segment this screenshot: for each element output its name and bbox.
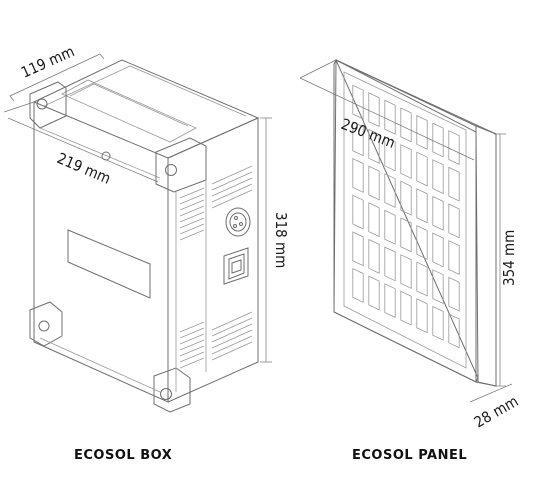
ecosol-panel-drawing bbox=[333, 58, 497, 387]
solar-cell bbox=[384, 209, 396, 245]
solar-cell bbox=[400, 144, 412, 179]
solar-cell bbox=[416, 298, 428, 334]
ecosol-box-caption: ECOSOL BOX bbox=[74, 448, 172, 463]
solar-cell bbox=[384, 136, 396, 172]
solar-cell bbox=[448, 276, 460, 312]
solar-cell bbox=[352, 194, 364, 230]
solar-cell bbox=[384, 173, 396, 209]
corner-block-top-left bbox=[29, 81, 67, 129]
solar-cell bbox=[432, 305, 444, 341]
solar-cell bbox=[400, 107, 412, 143]
vent-upper bbox=[179, 165, 253, 241]
solar-cell bbox=[400, 254, 412, 289]
front-label-window bbox=[67, 229, 151, 299]
panel-width-dimension: 290 mm bbox=[339, 115, 398, 152]
solar-cell bbox=[416, 114, 428, 150]
panel-front-face bbox=[333, 59, 477, 383]
solar-cell bbox=[352, 267, 364, 303]
solar-cell bbox=[400, 290, 412, 326]
box-depth-dimension: 119 mm bbox=[18, 42, 77, 81]
solar-cell bbox=[352, 121, 364, 157]
solar-cell bbox=[352, 84, 364, 120]
solar-cell bbox=[368, 202, 380, 238]
solar-cell bbox=[400, 217, 412, 253]
panel-cell-grid bbox=[352, 84, 460, 349]
box-height-dimension: 318 mm bbox=[272, 212, 290, 268]
panel-depth-edge bbox=[333, 58, 479, 383]
corner-block-bottom-right bbox=[153, 367, 191, 413]
solar-cell bbox=[368, 92, 380, 128]
solar-cell bbox=[416, 188, 428, 224]
ecosol-box-drawing bbox=[29, 59, 260, 413]
solar-cell bbox=[448, 313, 460, 349]
solar-cell bbox=[368, 275, 380, 311]
solar-cell bbox=[368, 165, 380, 201]
solar-cell bbox=[384, 246, 396, 282]
solar-cell bbox=[416, 224, 428, 260]
box-front-face bbox=[33, 101, 169, 403]
round-connector bbox=[225, 207, 251, 237]
solar-cell bbox=[448, 203, 460, 239]
solar-cell bbox=[448, 166, 460, 202]
panel-depth-dimension: 28 mm bbox=[471, 392, 521, 431]
solar-cell bbox=[416, 261, 428, 297]
solar-cell bbox=[432, 159, 444, 195]
panel-side-face bbox=[335, 59, 497, 387]
solar-cell bbox=[448, 130, 460, 166]
vent-lower bbox=[179, 311, 253, 369]
solar-cell bbox=[432, 195, 444, 231]
solar-cell bbox=[448, 240, 460, 276]
solar-cell bbox=[384, 99, 396, 135]
solar-cell bbox=[368, 128, 380, 164]
solar-cell bbox=[432, 122, 444, 158]
box-dimensions bbox=[3, 53, 272, 363]
panel-dimensions bbox=[299, 59, 513, 403]
corner-block-top-right bbox=[155, 137, 207, 193]
solar-cell bbox=[352, 157, 364, 193]
solar-cell bbox=[432, 232, 444, 268]
ecosol-panel-caption: ECOSOL PANEL bbox=[352, 448, 467, 463]
panel-height-dimension: 354 mm bbox=[500, 230, 518, 286]
solar-cell bbox=[400, 180, 412, 216]
solar-cell bbox=[432, 269, 444, 305]
corner-block-bottom-left bbox=[29, 301, 63, 347]
square-connector bbox=[223, 247, 249, 285]
solar-cell bbox=[416, 151, 428, 187]
box-side-face bbox=[167, 117, 259, 403]
solar-cell bbox=[384, 283, 396, 319]
solar-cell bbox=[368, 238, 380, 274]
solar-cell bbox=[352, 231, 364, 267]
